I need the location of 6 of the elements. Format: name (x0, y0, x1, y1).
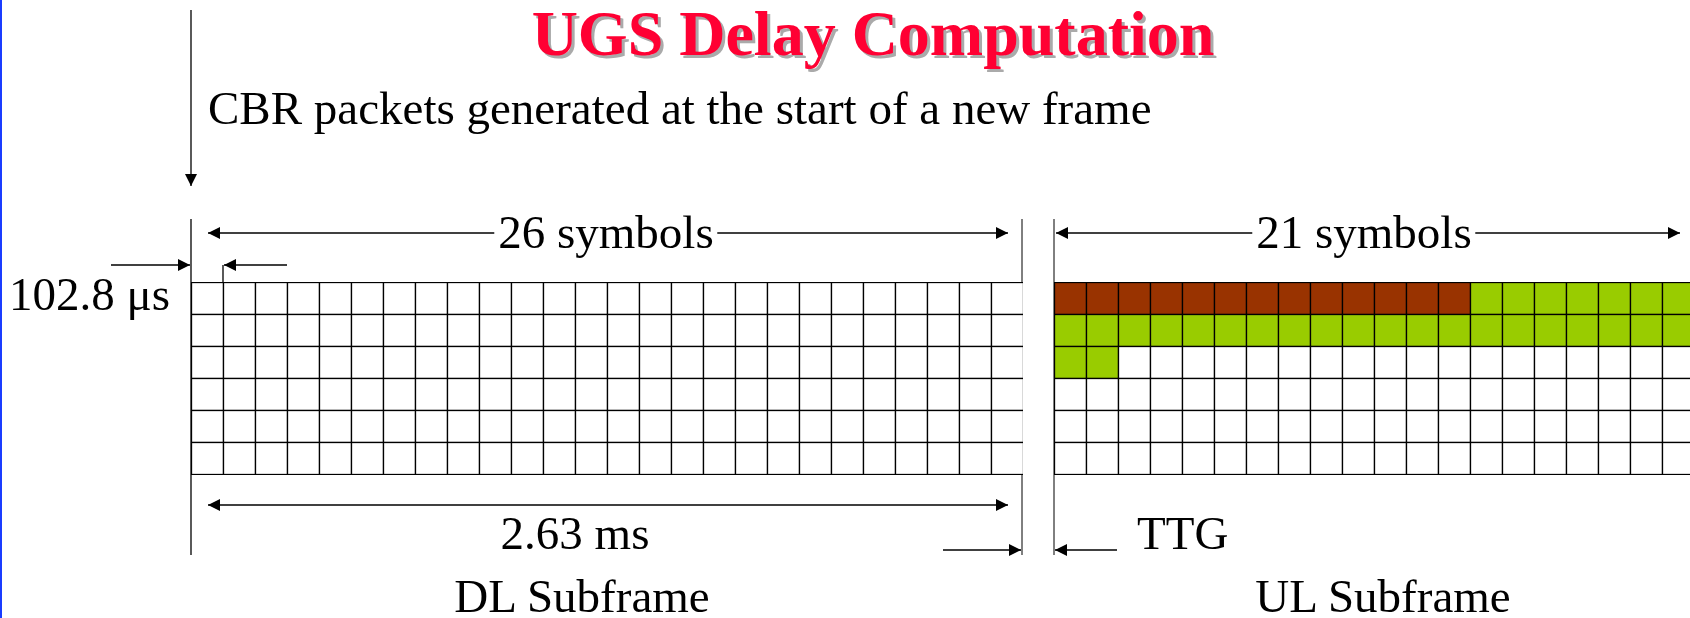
dimension-label: 2.63 ms (500, 510, 650, 557)
annotation-text: CBR packets generated at the start of a new frame (208, 85, 1152, 132)
subframe-label: UL Subframe (1255, 573, 1511, 618)
dimension-label: 102.8 μs (9, 271, 170, 318)
subframe-label: DL Subframe (454, 573, 710, 618)
dimension-label: TTG (1137, 510, 1229, 557)
